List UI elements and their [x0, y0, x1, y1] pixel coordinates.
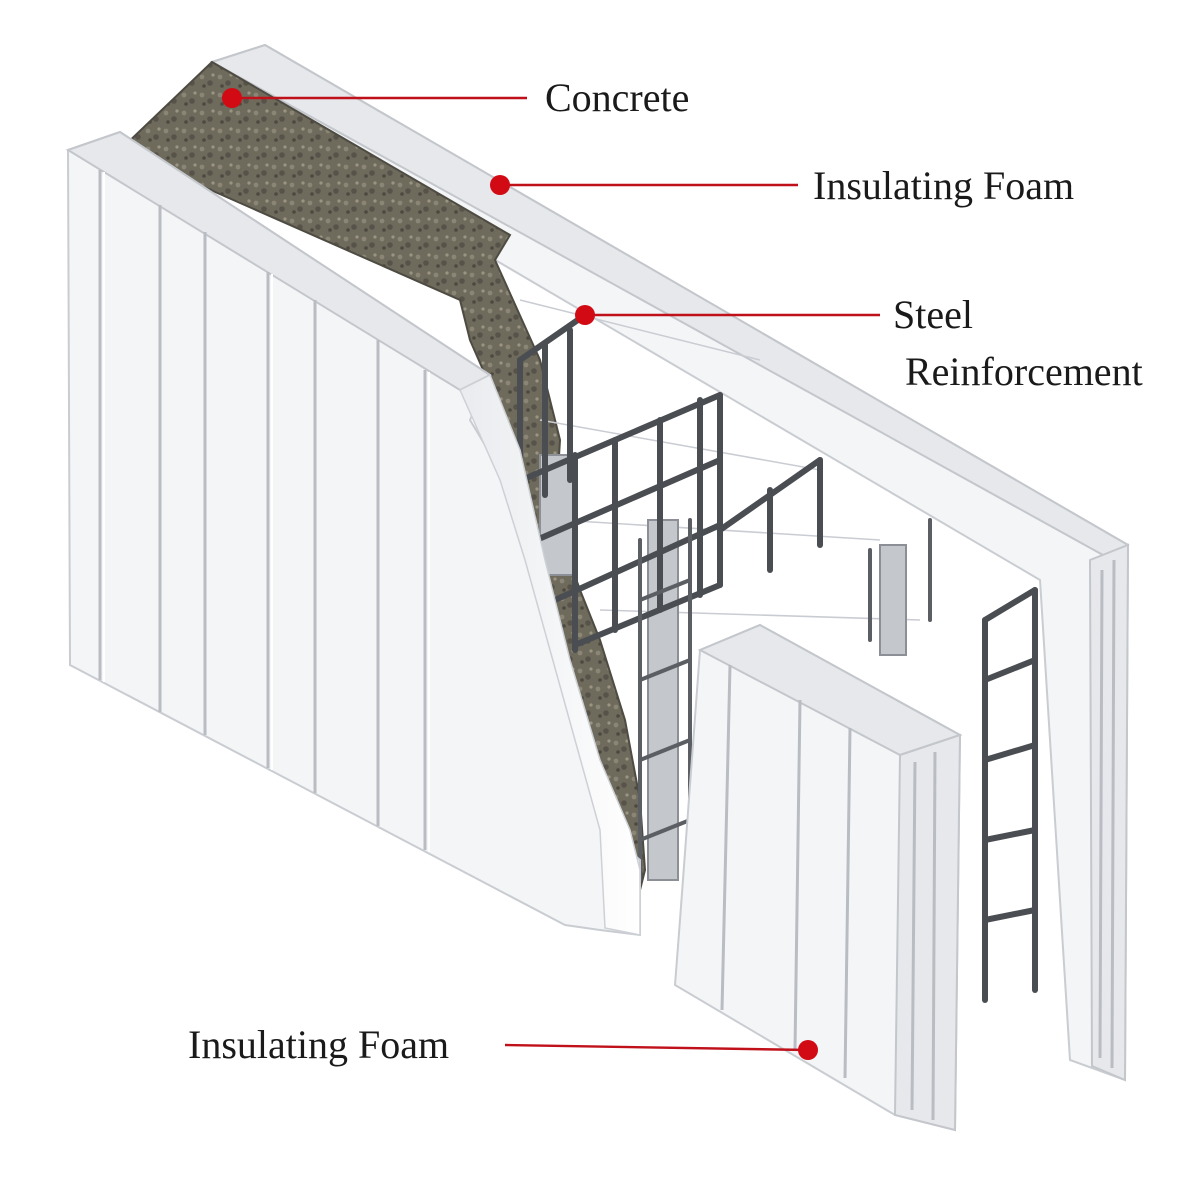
callout-insulating-foam-top: Insulating Foam [490, 163, 1074, 208]
callout-concrete: Concrete [222, 75, 689, 120]
label-steel: Steel [893, 292, 973, 337]
front-foam-panel [65, 130, 641, 937]
back-foam-panel [209, 43, 1130, 1082]
callout-dot [575, 305, 595, 325]
label-insulating-foam-bottom: Insulating Foam [188, 1022, 449, 1067]
callout-dot [490, 175, 510, 195]
callout-dot [798, 1040, 818, 1060]
right-front-foam-panel [673, 623, 963, 1132]
label-concrete: Concrete [545, 75, 689, 120]
callout-steel-reinforcement: Steel Reinforcement [575, 292, 1143, 394]
callout-dot [222, 88, 242, 108]
steel-reinforcement [507, 299, 1038, 1003]
callout-insulating-foam-bottom: Insulating Foam [188, 1022, 818, 1067]
label-insulating-foam-top: Insulating Foam [813, 163, 1074, 208]
label-reinforcement: Reinforcement [905, 349, 1143, 394]
